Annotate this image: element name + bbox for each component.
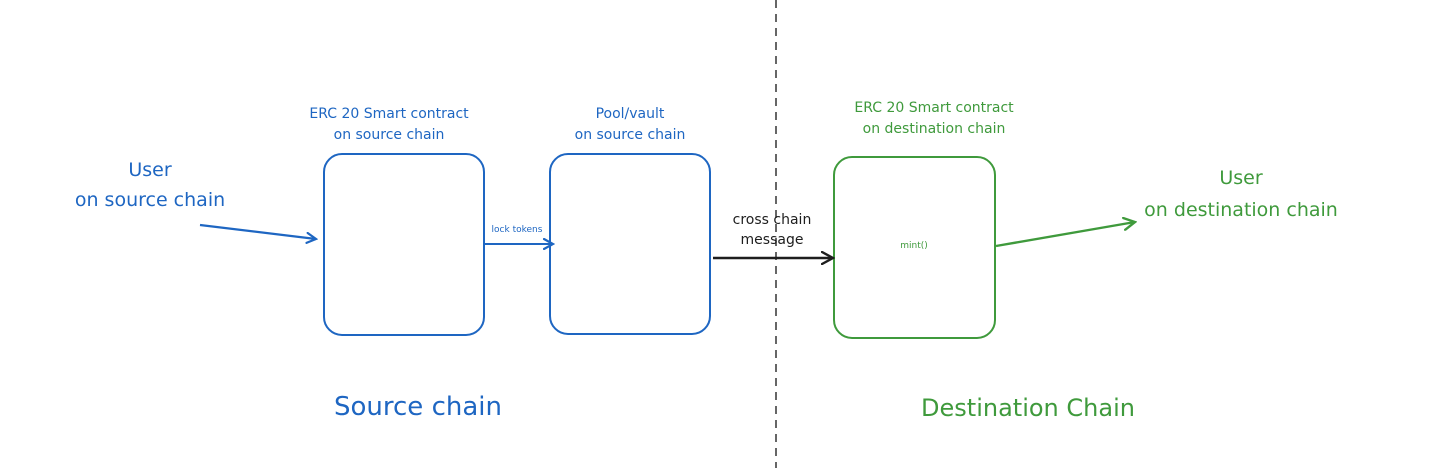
source-user-label: User on source chain xyxy=(40,155,260,215)
user-to-contract-arrow xyxy=(199,223,316,239)
dest-contract-title: ERC 20 Smart contract xyxy=(854,100,1014,116)
dest-user-label: User on destination chain xyxy=(1096,162,1386,226)
dest-contract-label: ERC 20 Smart contract on destination cha… xyxy=(814,98,1054,140)
source-contract-title: ERC 20 Smart contract xyxy=(309,106,469,122)
dest-user-title: User xyxy=(1219,167,1263,189)
contract-to-user-arrow xyxy=(995,222,1135,248)
dest-contract-box[interactable] xyxy=(833,156,996,339)
cross-chain-message-line1: cross chain xyxy=(732,212,812,228)
source-contract-box[interactable] xyxy=(323,153,485,336)
lock-tokens-label: lock tokens xyxy=(491,225,543,235)
cross-chain-message-label: cross chain message xyxy=(712,210,832,250)
destination-chain-region-label: Destination Chain xyxy=(921,394,1135,422)
mint-function-label: mint() xyxy=(900,241,928,251)
source-chain-region-label: Source chain xyxy=(334,392,502,422)
dest-user-subtitle: on destination chain xyxy=(1144,199,1338,221)
pool-vault-box[interactable] xyxy=(549,153,711,335)
pool-vault-subtitle: on source chain xyxy=(574,127,686,143)
pool-vault-title: Pool/vault xyxy=(595,106,665,122)
source-contract-subtitle: on source chain xyxy=(333,127,445,143)
source-contract-label: ERC 20 Smart contract on source chain xyxy=(274,104,504,146)
cross-chain-message-line2: message xyxy=(740,232,804,248)
pool-vault-label: Pool/vault on source chain xyxy=(540,104,720,146)
source-user-subtitle: on source chain xyxy=(74,189,226,211)
dest-contract-subtitle: on destination chain xyxy=(862,121,1006,137)
source-user-title: User xyxy=(128,159,172,181)
